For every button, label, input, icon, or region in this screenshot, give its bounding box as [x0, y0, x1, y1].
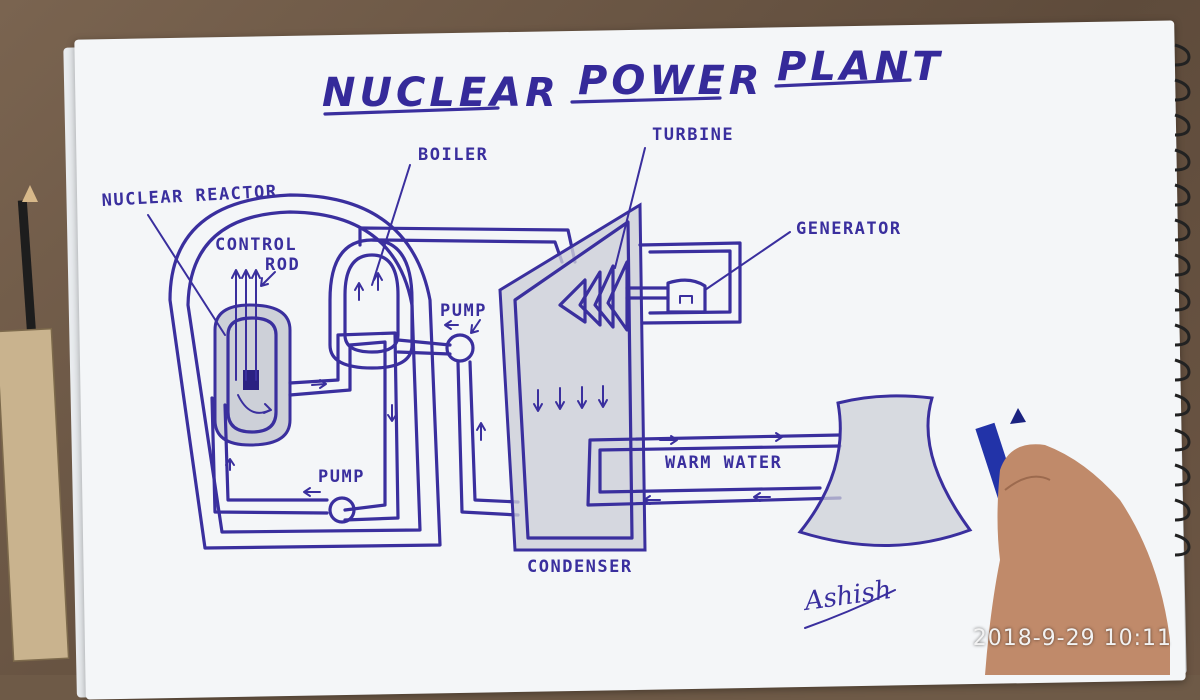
ruler [0, 327, 70, 662]
cooling-tower [797, 394, 973, 547]
reactor-containment [168, 193, 442, 550]
photo-timestamp: 2018-9-29 10:11 [972, 626, 1172, 651]
primary-pump [328, 496, 356, 524]
diagram-title: NUCLEAR POWER PLANT [322, 44, 940, 116]
label-condenser: CONDENSER [527, 557, 633, 577]
label-pump-top: PUMP [440, 301, 487, 321]
feed-water-line [396, 319, 520, 517]
boiler [328, 238, 414, 370]
label-warm-water: WARM WATER [665, 453, 782, 473]
label-turbine: TURBINE [652, 125, 734, 145]
reactor-vessel [213, 269, 292, 447]
label-nuclear-reactor: NUCLEAR REACTOR [101, 182, 278, 211]
artist-signature: Ashish [801, 575, 896, 629]
condenser [498, 202, 647, 552]
label-boiler: BOILER [418, 145, 488, 165]
feed-pump [445, 333, 475, 363]
hand-with-marker [975, 408, 1170, 675]
label-rod: ROD [265, 255, 300, 275]
generator [625, 241, 742, 325]
leader-lines [147, 147, 791, 336]
title-word-power: POWER [578, 58, 764, 104]
diagram-canvas: NUCLEAR POWER PLANT [0, 43, 1191, 675]
label-generator: GENERATOR [796, 219, 902, 239]
cooling-water-loop [586, 432, 842, 507]
turbine [558, 260, 629, 332]
spiral-binding [1174, 43, 1191, 557]
label-control: CONTROL [215, 235, 297, 255]
primary-coolant-loop [210, 331, 400, 524]
label-pump-bottom: PUMP [318, 467, 365, 487]
title-word-nuclear: NUCLEAR [322, 70, 560, 116]
